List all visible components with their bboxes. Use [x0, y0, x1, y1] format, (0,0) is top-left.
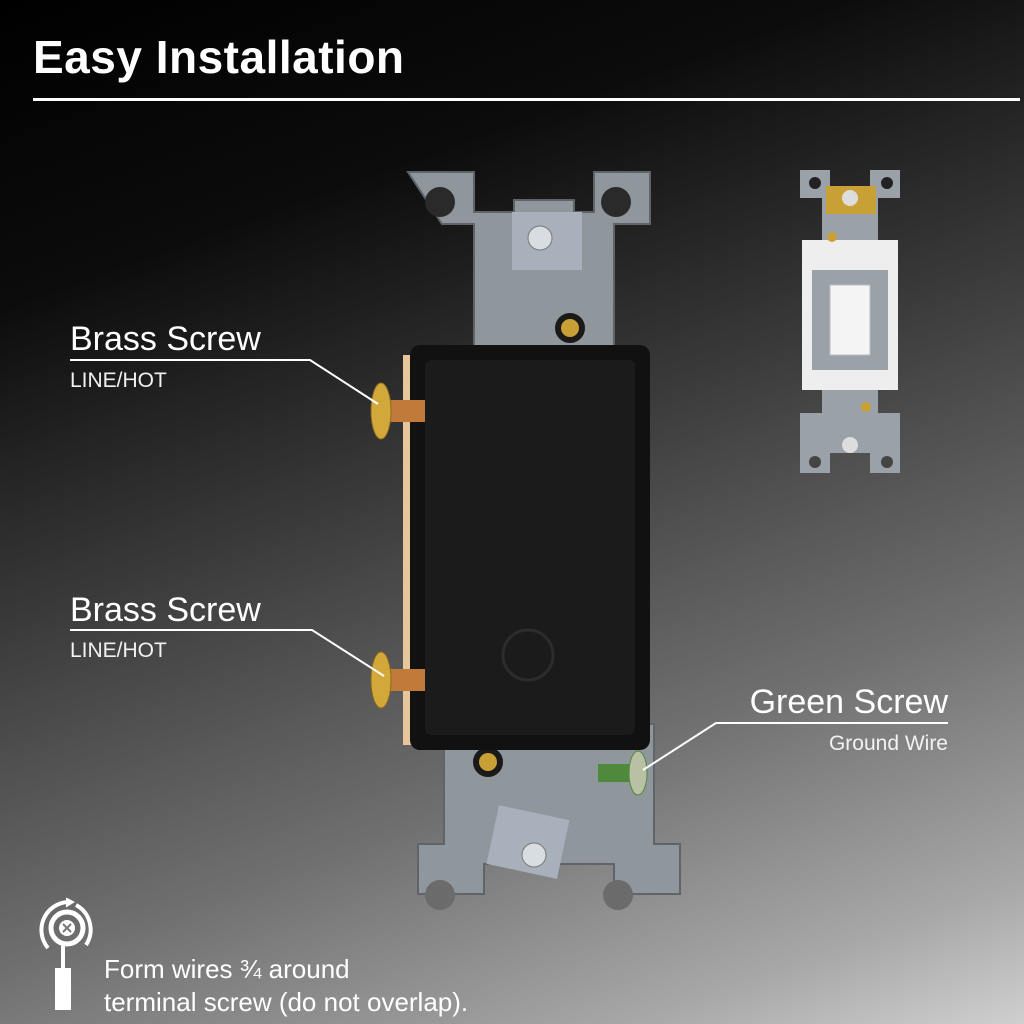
callout-brass-screw-top-label: Brass Screw — [70, 320, 261, 358]
wire-loop-around-screw-icon — [39, 897, 93, 1010]
callout-leader-lines — [70, 359, 948, 771]
switch-front-thumbnail — [800, 170, 900, 473]
main-switch-image — [370, 171, 681, 910]
callout-brass-screw-bottom-label: Brass Screw — [70, 591, 261, 629]
callout-brass-screw-top-sublabel: LINE/HOT — [70, 369, 167, 392]
tip-line-1: Form wires ¾ around — [104, 954, 350, 984]
tip-line-2: terminal screw (do not overlap). — [104, 987, 469, 1017]
callout-green-screw-sublabel: Ground Wire — [828, 732, 948, 755]
installation-tip: Form wires ¾ around terminal screw (do n… — [104, 953, 468, 1019]
page-title: Easy Installation — [33, 31, 405, 83]
callout-brass-screw-bottom-sublabel: LINE/HOT — [70, 639, 167, 662]
callout-green-screw-label: Green Screw — [749, 683, 948, 721]
title-divider — [33, 98, 1020, 101]
